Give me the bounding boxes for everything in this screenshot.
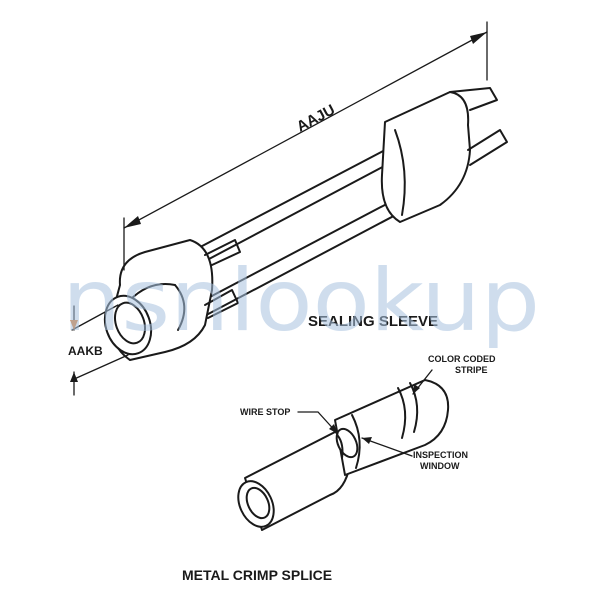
color-coded-stripe-callout: COLOR CODED STRIPE [412,354,496,395]
splice-right-barrel [334,379,450,476]
sleeve-bottom-edge [177,209,406,331]
inspection-label-2: WINDOW [420,461,460,471]
sealing-sleeve-title: SEALING SLEEVE [308,313,438,330]
sealing-sleeve-drawing [103,87,508,361]
splice-left-opening-inner [245,486,271,520]
inspection-label-1: INSPECTION [413,450,468,460]
length-dim-line [123,31,488,229]
sleeve-right-tab-top [449,87,498,111]
splice-barrel-seam [351,414,361,469]
inspection-arrow [362,437,372,444]
length-dim-label: AAJU [294,101,338,135]
sleeve-right-collar [380,91,471,223]
color-coded-label-1: COLOR CODED [428,354,496,364]
sleeve-left-tab-bottom [204,289,239,319]
watermark-text: nsnlookup [62,251,540,351]
wire-stop-callout: WIRE STOP [240,407,339,435]
sleeve-top-edge-inner [191,161,393,269]
length-arrow-left [124,216,141,228]
diameter-arrow-bottom [70,372,78,382]
sleeve-left-tab-top [204,239,241,266]
color-coded-label-2: STRIPE [455,365,488,375]
splice-wire-stop [337,435,344,459]
diameter-ext-bottom [71,354,129,381]
splice-stripe-line-a [397,387,407,439]
sleeve-left-opening-inner [114,301,146,345]
sleeve-right-tab-bottom [467,129,508,166]
crimp-splice-drawing [237,379,450,531]
sleeve-left-collar-inner [174,284,186,331]
diameter-arrow-top [70,320,78,330]
length-arrow-right [470,32,487,44]
sleeve-left-collar-lip [129,283,176,301]
wire-stop-leader [297,411,339,435]
wire-stop-arrow [329,424,338,434]
inspection-leader [361,437,413,457]
color-coded-arrow [413,384,420,394]
diameter-dim-label: AAKB [68,344,103,358]
sleeve-top-edge [184,149,386,256]
diameter-ext-top [71,304,119,331]
wire-stop-label: WIRE STOP [240,407,290,417]
diameter-dimension: AAKB [68,304,129,396]
inspection-window-callout: INSPECTION WINDOW [361,437,468,471]
metal-crimp-splice-title: METAL CRIMP SPLICE [182,567,332,583]
splice-stripe-line-b [409,382,419,433]
sleeve-right-collar-curve [394,129,406,216]
